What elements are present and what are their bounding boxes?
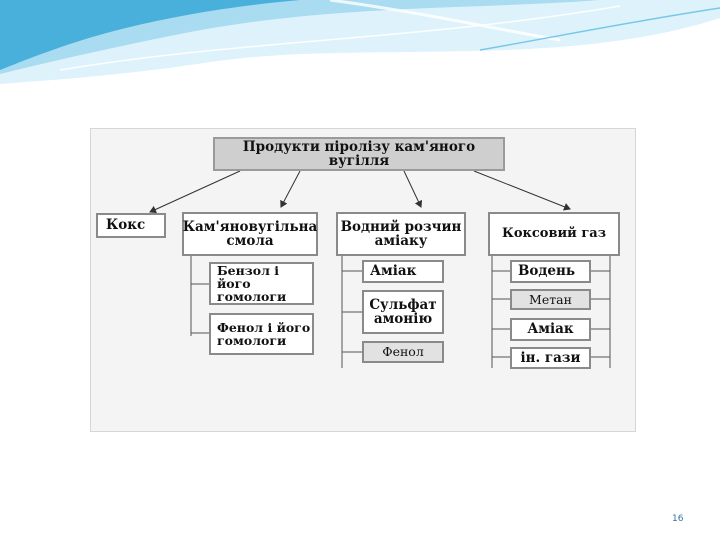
header-streak-2 [59,5,621,71]
header-wave-dark [0,0,300,70]
arrow-to-smola [280,170,301,208]
arrow-to-rozchyn [403,170,423,208]
diagram-title: Продукти піролізу кам'яного вугілля [213,137,505,171]
item-amiak-1: Аміак [362,260,444,283]
item-metan: Метан [510,289,591,310]
item-sulfat-amoniyu: Сульфат амонію [362,290,444,334]
item-amiak-2: Аміак [510,318,591,341]
arrow-to-gaz [473,170,571,211]
item-benzol: Бензол і його гомологи [209,262,314,305]
item-fenol: Фенол [362,341,444,363]
header-streak-3 [479,7,720,51]
arrow-to-koks [149,170,241,214]
page-number: 16 [672,514,684,524]
category-koksovyi-gaz: Коксовий газ [488,212,620,256]
category-smola: Кам'яновугільна смола [182,212,318,256]
item-inshi-gazy: ін. гази [510,347,591,369]
category-rozchyn: Водний розчин аміаку [336,212,466,256]
item-voden: Водень [510,260,591,283]
item-fenol-homology: Фенол і його гомологи [209,313,314,355]
category-koks: Кокс [96,213,166,238]
header-streak [329,0,561,42]
